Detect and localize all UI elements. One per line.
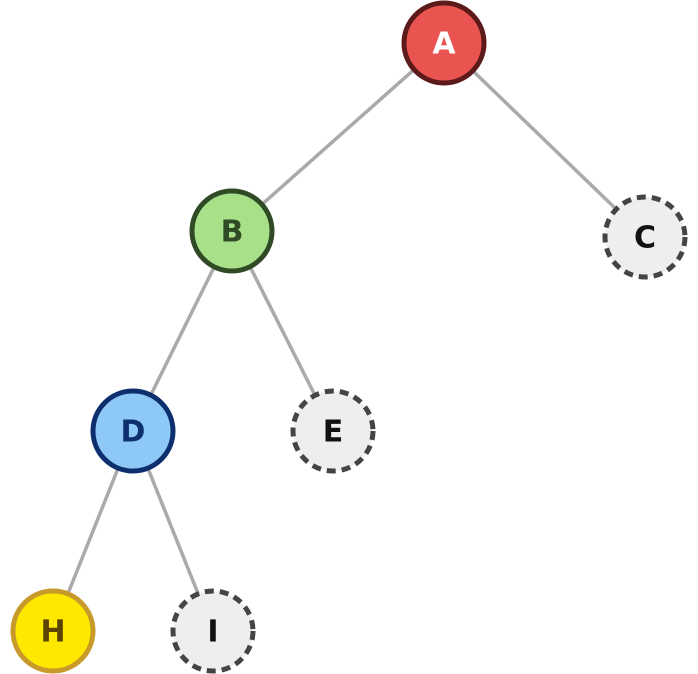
tree-node-d: D bbox=[90, 388, 176, 474]
node-label-e: E bbox=[323, 415, 344, 450]
tree-node-i: I bbox=[170, 588, 256, 674]
node-circle-b bbox=[189, 188, 275, 274]
tree-node-a: A bbox=[401, 0, 487, 86]
edges-layer bbox=[51, 41, 647, 632]
node-label-h: H bbox=[40, 615, 65, 650]
node-label-b: B bbox=[221, 215, 244, 250]
node-circle-h bbox=[10, 588, 96, 674]
node-circle-c bbox=[602, 194, 688, 280]
tree-node-h: H bbox=[10, 588, 96, 674]
node-label-d: D bbox=[121, 415, 146, 450]
node-circle-a bbox=[401, 0, 487, 86]
tree-node-b: B bbox=[189, 188, 275, 274]
tree-node-c: C bbox=[602, 194, 688, 280]
node-label-a: A bbox=[432, 27, 456, 62]
node-label-i: I bbox=[207, 615, 218, 650]
node-circle-d bbox=[90, 388, 176, 474]
node-circle-e bbox=[290, 388, 376, 474]
node-label-c: C bbox=[634, 221, 656, 256]
nodes-layer: A B C D E H I bbox=[10, 0, 688, 674]
tree-node-e: E bbox=[290, 388, 376, 474]
edge-a-c bbox=[442, 41, 647, 239]
node-circle-i bbox=[170, 588, 256, 674]
edge-a-b bbox=[230, 41, 446, 233]
